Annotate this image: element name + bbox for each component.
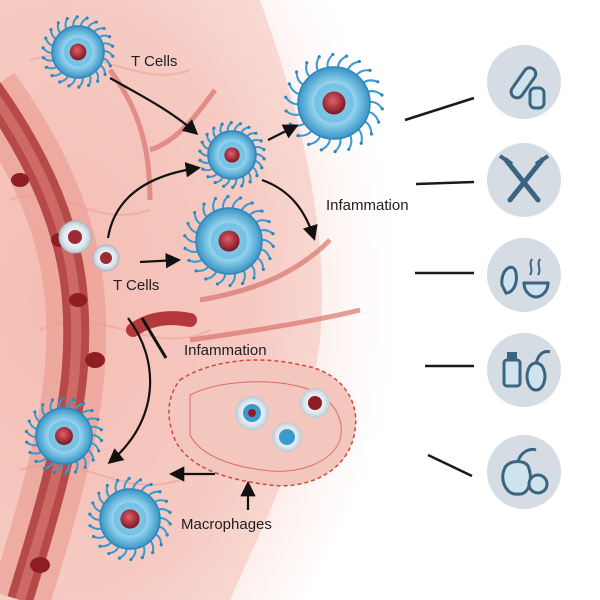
macrophage-left-cell [24,396,104,476]
fruit-icon [487,435,561,509]
icon-connectors [404,96,475,478]
inflammation-zone [168,359,357,487]
tcell-middle-cell [183,194,275,288]
block-line [140,317,168,359]
inflammation-label-right: Infammation [326,197,409,214]
arrow-to-inflammation [261,178,318,241]
arrow-to-mid-cell [139,252,182,269]
arrow-left-down [107,317,152,464]
tcell-top-cell [41,15,115,89]
t-cells-label-mid: T Cells [113,277,160,294]
inflammation-label-mid: Infammation [184,342,267,359]
arrow-vessel-up [106,162,202,239]
food-and-drink-icon [487,238,561,312]
immune-cells [24,15,384,562]
utensils-icon [487,143,561,217]
arrow-center-to-topright [267,124,299,141]
flow-arrows [106,77,318,510]
t-cells-label-top: T Cells [131,53,178,70]
icon-panel [487,45,561,509]
macrophage-bottom-cell [88,476,172,562]
supplements-and-produce-icon [487,333,561,407]
arrow-tcell-to-center [109,77,199,136]
macrophages-label: Macrophages [181,516,272,533]
activated-cell-top-right-cell [284,52,384,154]
migrating-cells [58,220,197,337]
tcell-center-cell [198,121,266,189]
hygiene-tools-icon [487,45,561,119]
